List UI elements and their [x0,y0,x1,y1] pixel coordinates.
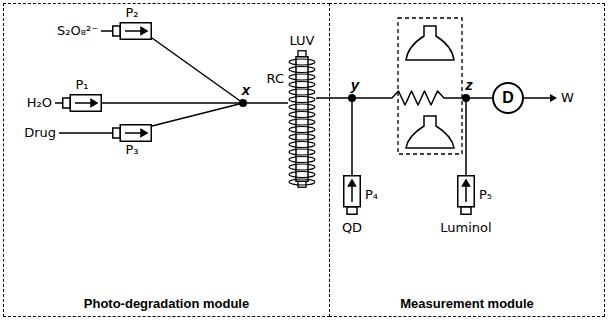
reagent-label: Luminol [440,221,491,236]
junction-point: z [462,94,470,102]
reagent-label: S₂O₈²⁻ [57,24,98,39]
resistor-line [352,91,466,105]
pump-label: P₁ [75,78,88,93]
pump-drawing [343,175,361,215]
junction-label: z [465,76,473,93]
pump-drawing [112,124,152,142]
detector-circle: D [492,82,524,114]
reagent-label: Drug [24,126,56,141]
lamp-enclosure [398,18,462,154]
arrow-head [550,94,557,102]
coil-drawing [288,50,316,188]
module-title: Photo-degradation module [84,297,249,312]
reagent-label: QD [342,221,362,236]
reactor-label: LUV [289,34,314,49]
pump-symbol: P₂ [112,22,152,40]
feed-line [55,102,62,104]
junction-point: y [348,94,356,102]
flow-line [465,98,467,175]
module-title: Measurement module [400,297,534,312]
pump-symbol: P₃ [112,124,152,142]
pump-symbol: P₄ [343,175,361,215]
pump-drawing [62,94,102,112]
pump-drawing [457,175,475,215]
waste-line [524,97,551,99]
reactor-coil: LUVRC [288,50,316,188]
pump-label: P₄ [365,188,378,203]
junction-point: x [239,99,247,107]
module-panel: Photo-degradation moduleP₂P₁P₃xLUVRC [3,3,330,317]
detector-label: D [502,89,514,107]
pump-drawing [112,22,152,40]
pump-label: P₅ [479,188,492,203]
flow-line [316,97,352,99]
pump-symbol: P₁ [62,94,102,112]
reagent-label: H₂O [27,96,52,111]
pump-label: P₂ [125,6,138,21]
lamp-bottom [406,116,454,148]
reactor-label: RC [267,72,284,87]
feed-line [59,132,112,134]
flow-line [152,38,243,103]
junction-label: y [351,76,359,93]
lamp-top [406,26,454,60]
flow-line [102,102,243,104]
flow-line [152,103,243,126]
waste-label: W [561,91,574,106]
flow-line [243,102,288,104]
feed-line [101,30,112,32]
flow-line [351,98,353,175]
pump-symbol: P₅ [457,175,475,215]
pump-label: P₃ [125,143,138,158]
module-panel: Measurement module yP₄ zP₅ D [329,3,605,317]
junction-label: x [242,81,250,98]
